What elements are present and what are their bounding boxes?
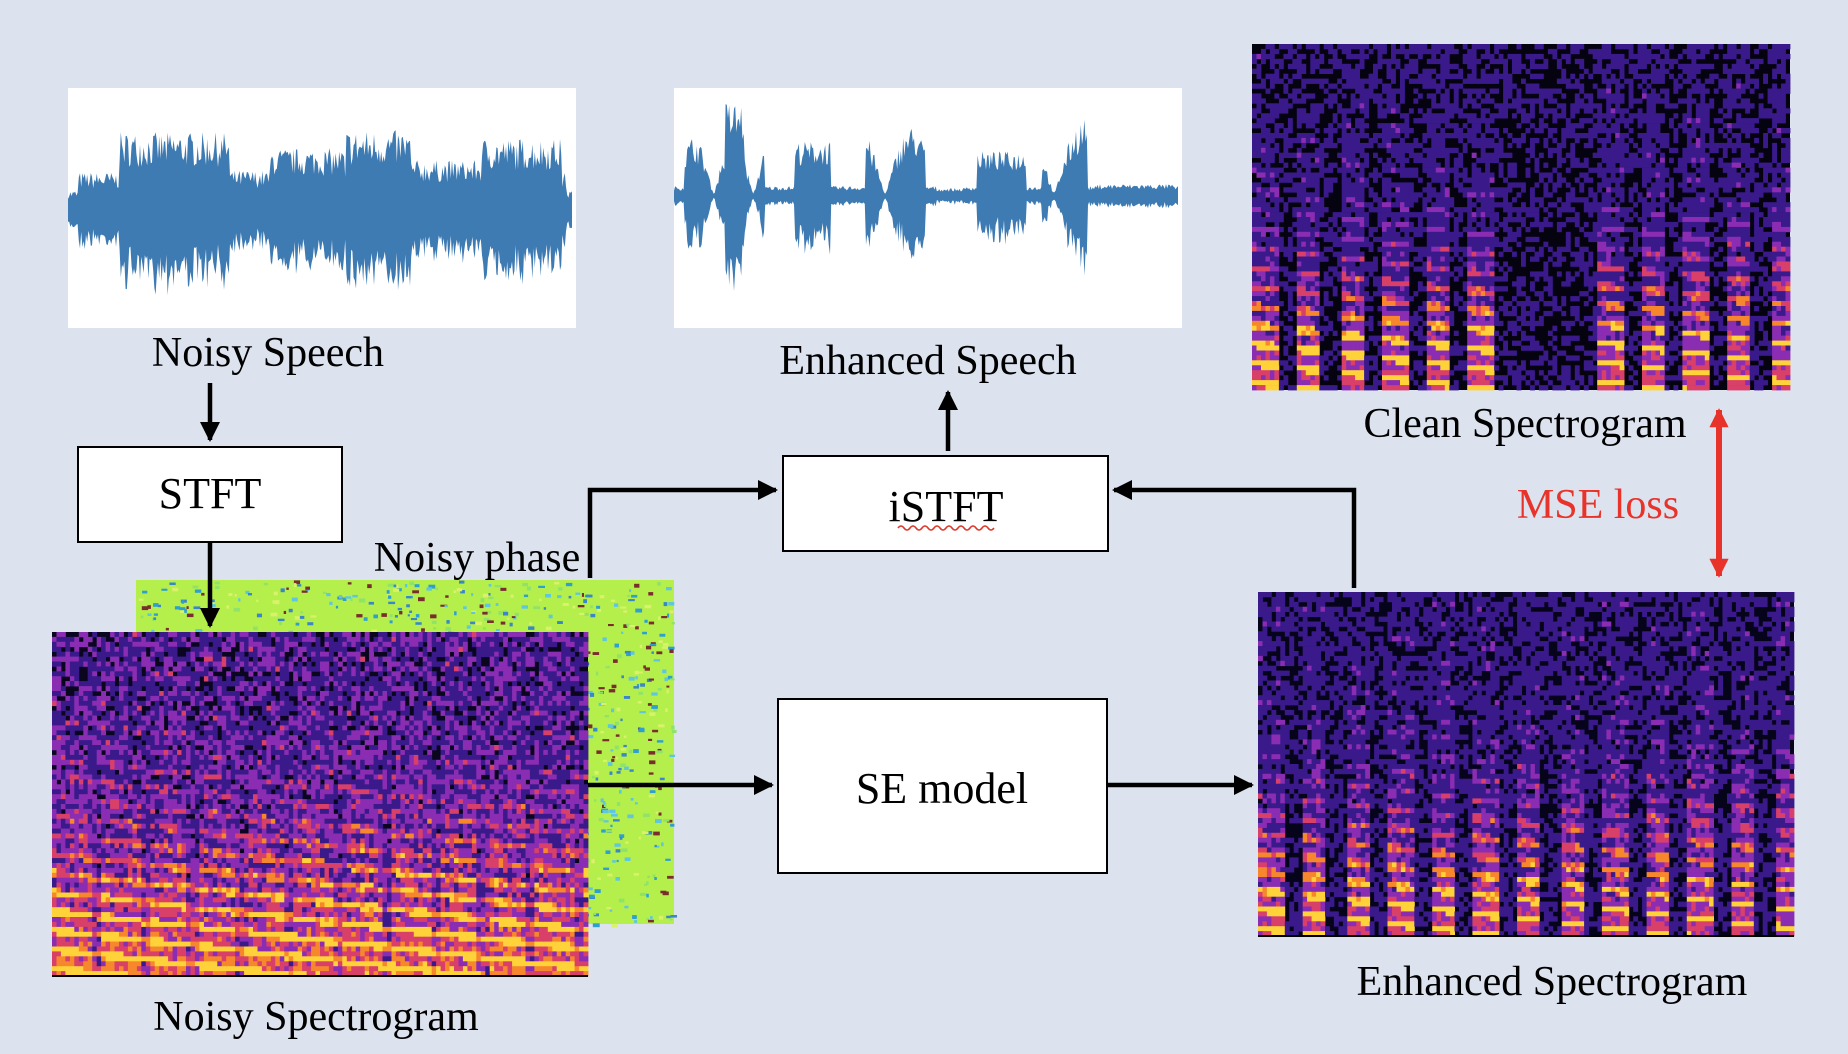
istft-block: iSTFT (782, 455, 1109, 552)
stft-label: STFT (159, 469, 262, 518)
se-model-label: SE model (856, 764, 1028, 813)
noisy-waveform-trace (68, 130, 572, 296)
enhanced-spectrogram-label: Enhanced Spectrogram (1357, 959, 1748, 1005)
noisy-phase-label: Noisy phase (374, 535, 580, 581)
enhanced-speech-waveform (674, 88, 1182, 328)
istft-label: iSTFT (889, 482, 1004, 531)
enhanced-speech-label: Enhanced Speech (779, 338, 1076, 384)
spellcheck-underline (897, 525, 995, 531)
arrow-phase-to-istft (587, 479, 779, 578)
enhanced-spectrogram-image (1258, 592, 1795, 937)
clean-spectrogram-image (1252, 44, 1791, 391)
noisy-speech-waveform (68, 88, 576, 328)
mse-loss-label: MSE loss (1517, 482, 1679, 528)
clean-spectrogram-label: Clean Spectrogram (1363, 401, 1686, 447)
stft-block: STFT (77, 446, 343, 543)
noisy-speech-label: Noisy Speech (152, 330, 384, 376)
enhanced-waveform-trace (674, 104, 1178, 291)
noisy-spectrogram-image (52, 632, 589, 977)
noisy-spectrogram-label: Noisy Spectrogram (153, 994, 479, 1040)
arrow-enhanced-to-istft (1111, 479, 1357, 588)
se-model-block: SE model (777, 698, 1108, 874)
